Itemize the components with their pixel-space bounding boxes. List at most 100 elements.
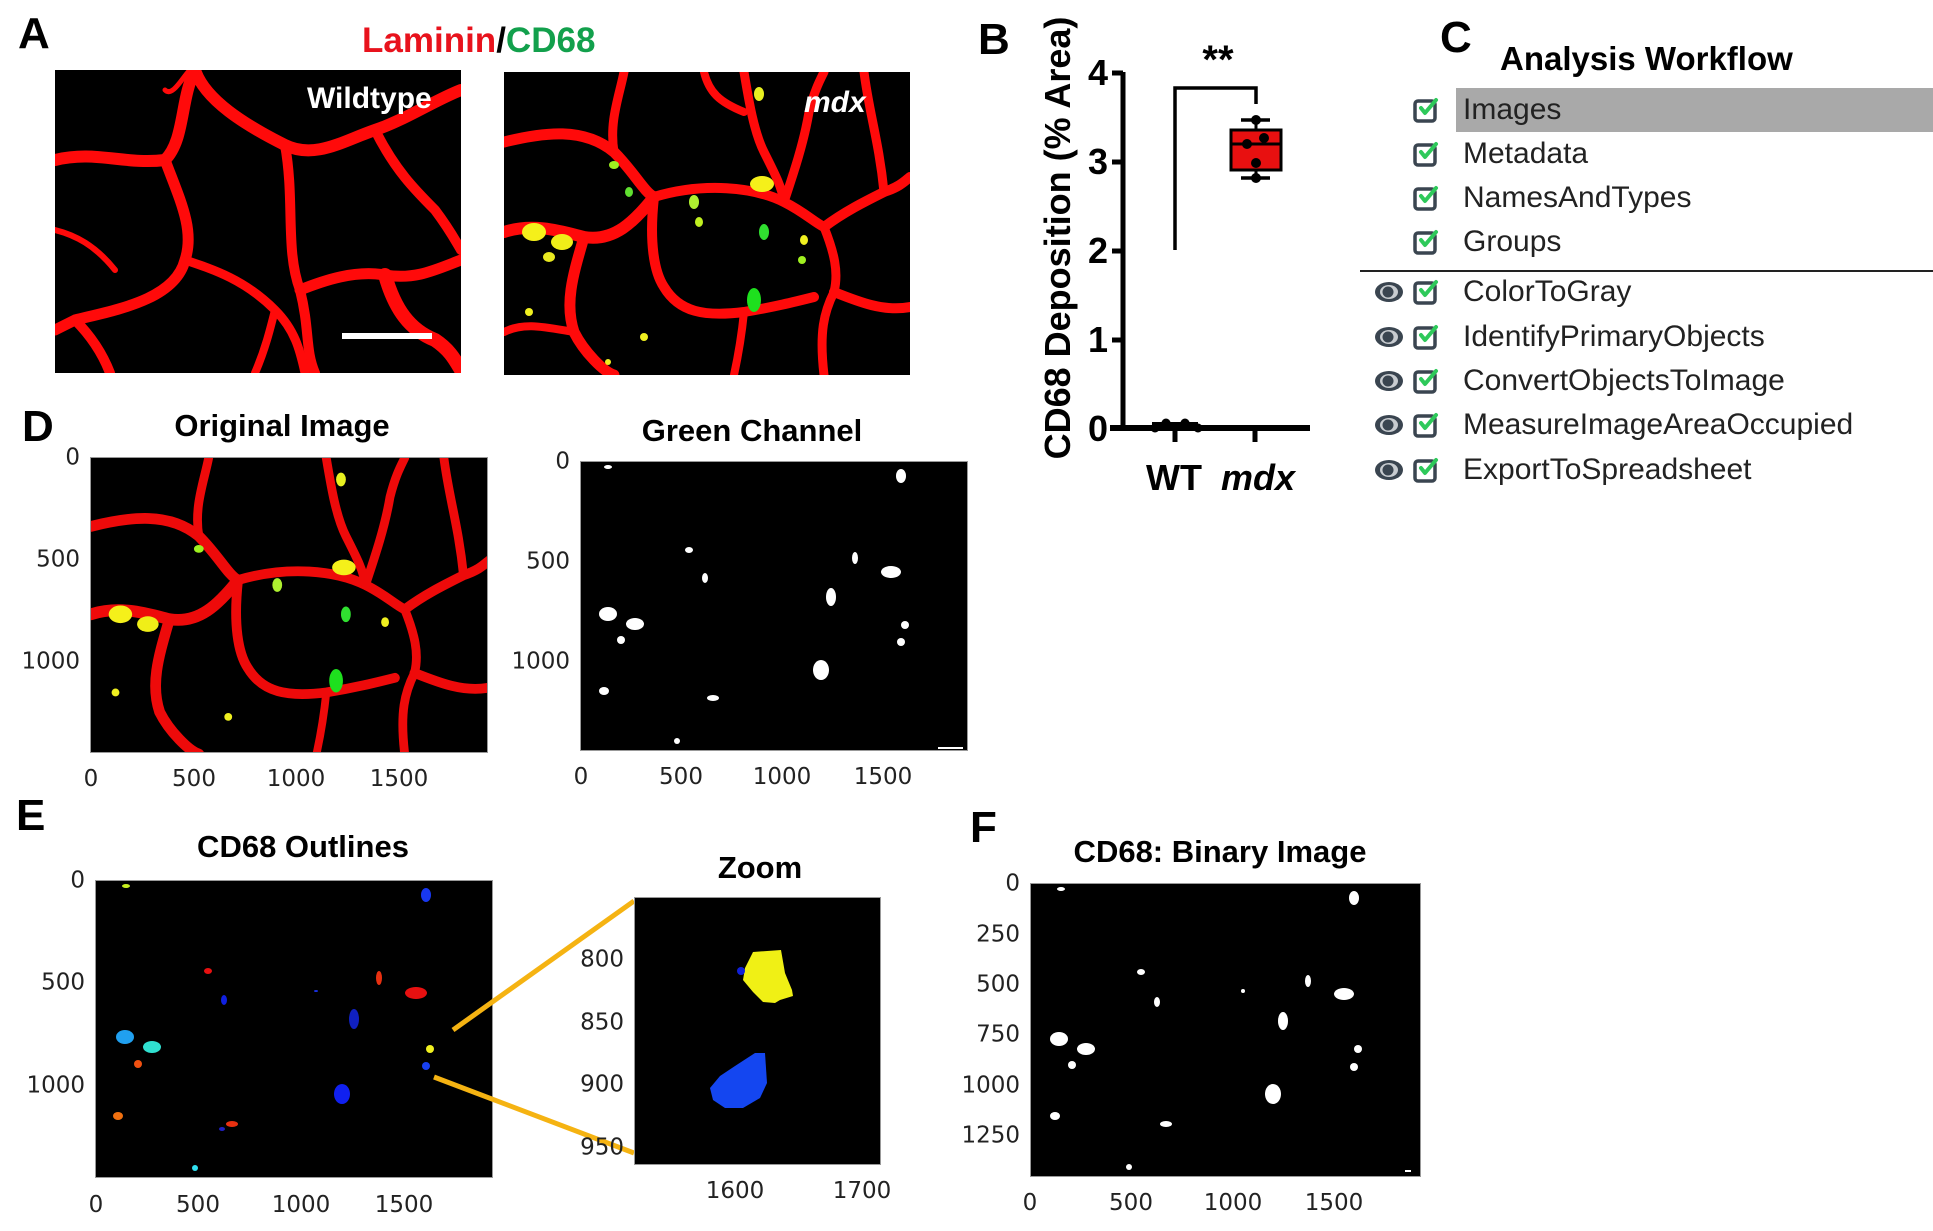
workflow-module-exporttospreadsheet[interactable]: ExportToSpreadsheet [1360,448,1933,492]
checkbox-checked-icon[interactable] [1412,456,1440,484]
x-tick: 500 [176,1192,220,1218]
y-tick: 0 [555,448,570,475]
mdx-label: mdx [804,86,866,119]
x-tick: 1500 [369,766,429,792]
y-tick-2: 2 [1087,230,1108,271]
zoom-plot [634,897,881,1165]
binary-image-plot [1030,883,1421,1177]
checkbox-checked-icon[interactable] [1412,323,1440,351]
y-tick-1: 1 [1087,319,1108,360]
panel-label-e: E [16,791,46,840]
panel-label-d: D [22,402,54,451]
module-label: ColorToGray [1463,275,1632,308]
cd68-outlines-plot [95,880,493,1178]
checkbox-checked-icon[interactable] [1412,367,1440,395]
eye-icon[interactable] [1374,281,1404,303]
y-tick: 1000 [26,1072,85,1099]
title-separator: / [496,21,506,60]
eye-icon[interactable] [1374,414,1404,436]
y-tick: 500 [41,969,85,996]
workflow-module-images[interactable]: Images [1360,88,1933,132]
module-label: Groups [1463,225,1562,258]
selection-highlight [1456,88,1933,132]
laminin-cd68-image [504,72,910,375]
scale-bar [342,333,432,339]
yellow-object [743,950,793,1003]
module-label: ConvertObjectsToImage [1463,364,1785,397]
workflow-module-metadata[interactable]: Metadata [1360,132,1933,176]
module-label: MeasureImageAreaOccupied [1463,408,1854,441]
panel-label-c: C [1440,13,1472,62]
y-tick: 950 [580,1134,624,1161]
x-tick: 500 [1109,1190,1153,1216]
checkbox-checked-icon[interactable] [1412,96,1440,124]
x-tick: 1000 [1203,1190,1263,1216]
module-label: IdentifyPrimaryObjects [1463,320,1765,353]
y-tick: 0 [70,867,85,894]
green-channel-title: Green Channel [641,413,863,448]
y-tick: 1000 [511,648,570,675]
workflow-separator [1360,270,1933,272]
cd68-outlines-image [96,881,492,1177]
x-tick: 1000 [752,764,812,790]
module-label: NamesAndTypes [1463,181,1692,214]
x-label-mdx: mdx [1220,457,1296,498]
module-label: Images [1463,93,1562,126]
cd68-puncta [522,87,808,365]
original-image-title: Original Image [174,408,390,443]
mdx-micrograph: mdx [504,72,910,375]
binary-image-title: CD68: Binary Image [1073,834,1367,869]
original-image-plot [90,457,488,753]
y-tick: 0 [1005,870,1020,897]
y-tick: 500 [526,548,570,575]
y-tick: 500 [36,546,80,573]
x-tick: 1600 [705,1178,765,1204]
box-plot-chart [1110,70,1310,442]
checkbox-checked-icon[interactable] [1412,184,1440,212]
y-tick: 750 [976,1021,1020,1048]
y-tick: 800 [580,946,624,973]
zoom-image [635,898,880,1164]
x-tick: 1500 [853,764,913,790]
checkbox-checked-icon[interactable] [1412,140,1440,168]
wildtype-label: Wildtype [307,82,432,115]
workflow-module-convertobjectstoimage[interactable]: ConvertObjectsToImage [1360,359,1933,403]
laminin-label: Laminin [362,21,497,60]
x-tick: 0 [88,1192,104,1218]
eye-icon[interactable] [1374,459,1404,481]
eye-icon[interactable] [1374,370,1404,392]
x-tick: 500 [659,764,703,790]
panel-label-b: B [978,15,1010,64]
workflow-module-colortogray[interactable]: ColorToGray [1360,270,1933,314]
workflow-module-measureimageareaoccupied[interactable]: MeasureImageAreaOccupied [1360,403,1933,447]
x-tick: 500 [172,766,216,792]
workflow-module-namesandtypes[interactable]: NamesAndTypes [1360,176,1933,220]
zoom-title: Zoom [717,850,803,885]
eye-icon[interactable] [1374,326,1404,348]
checkbox-checked-icon[interactable] [1412,228,1440,256]
laminin-network-image [55,70,461,373]
module-label: Metadata [1463,137,1589,170]
x-tick: 1700 [832,1178,892,1204]
blue-object [710,1053,767,1108]
panel-label-f: F [970,803,997,852]
wildtype-micrograph: Wildtype [55,70,461,373]
cd68-outlines-title: CD68 Outlines [197,829,409,864]
binary-image [1031,884,1420,1176]
x-tick: 0 [83,766,99,792]
y-tick: 850 [580,1009,624,1036]
workflow-module-groups[interactable]: Groups [1360,220,1933,264]
workflow-title: Analysis Workflow [1500,40,1793,77]
checkbox-checked-icon[interactable] [1412,278,1440,306]
x-tick: 0 [573,764,589,790]
y-tick: 500 [976,971,1020,998]
y-tick: 1000 [21,648,80,675]
checkbox-checked-icon[interactable] [1412,411,1440,439]
y-tick: 1250 [961,1122,1020,1149]
module-label: ExportToSpreadsheet [1463,453,1752,486]
panel-a-title: Laminin/CD68 [362,23,595,58]
y-tick-4: 4 [1087,52,1108,93]
y-tick: 1000 [961,1072,1020,1099]
workflow-module-identifyprimaryobjects[interactable]: IdentifyPrimaryObjects [1360,315,1933,359]
